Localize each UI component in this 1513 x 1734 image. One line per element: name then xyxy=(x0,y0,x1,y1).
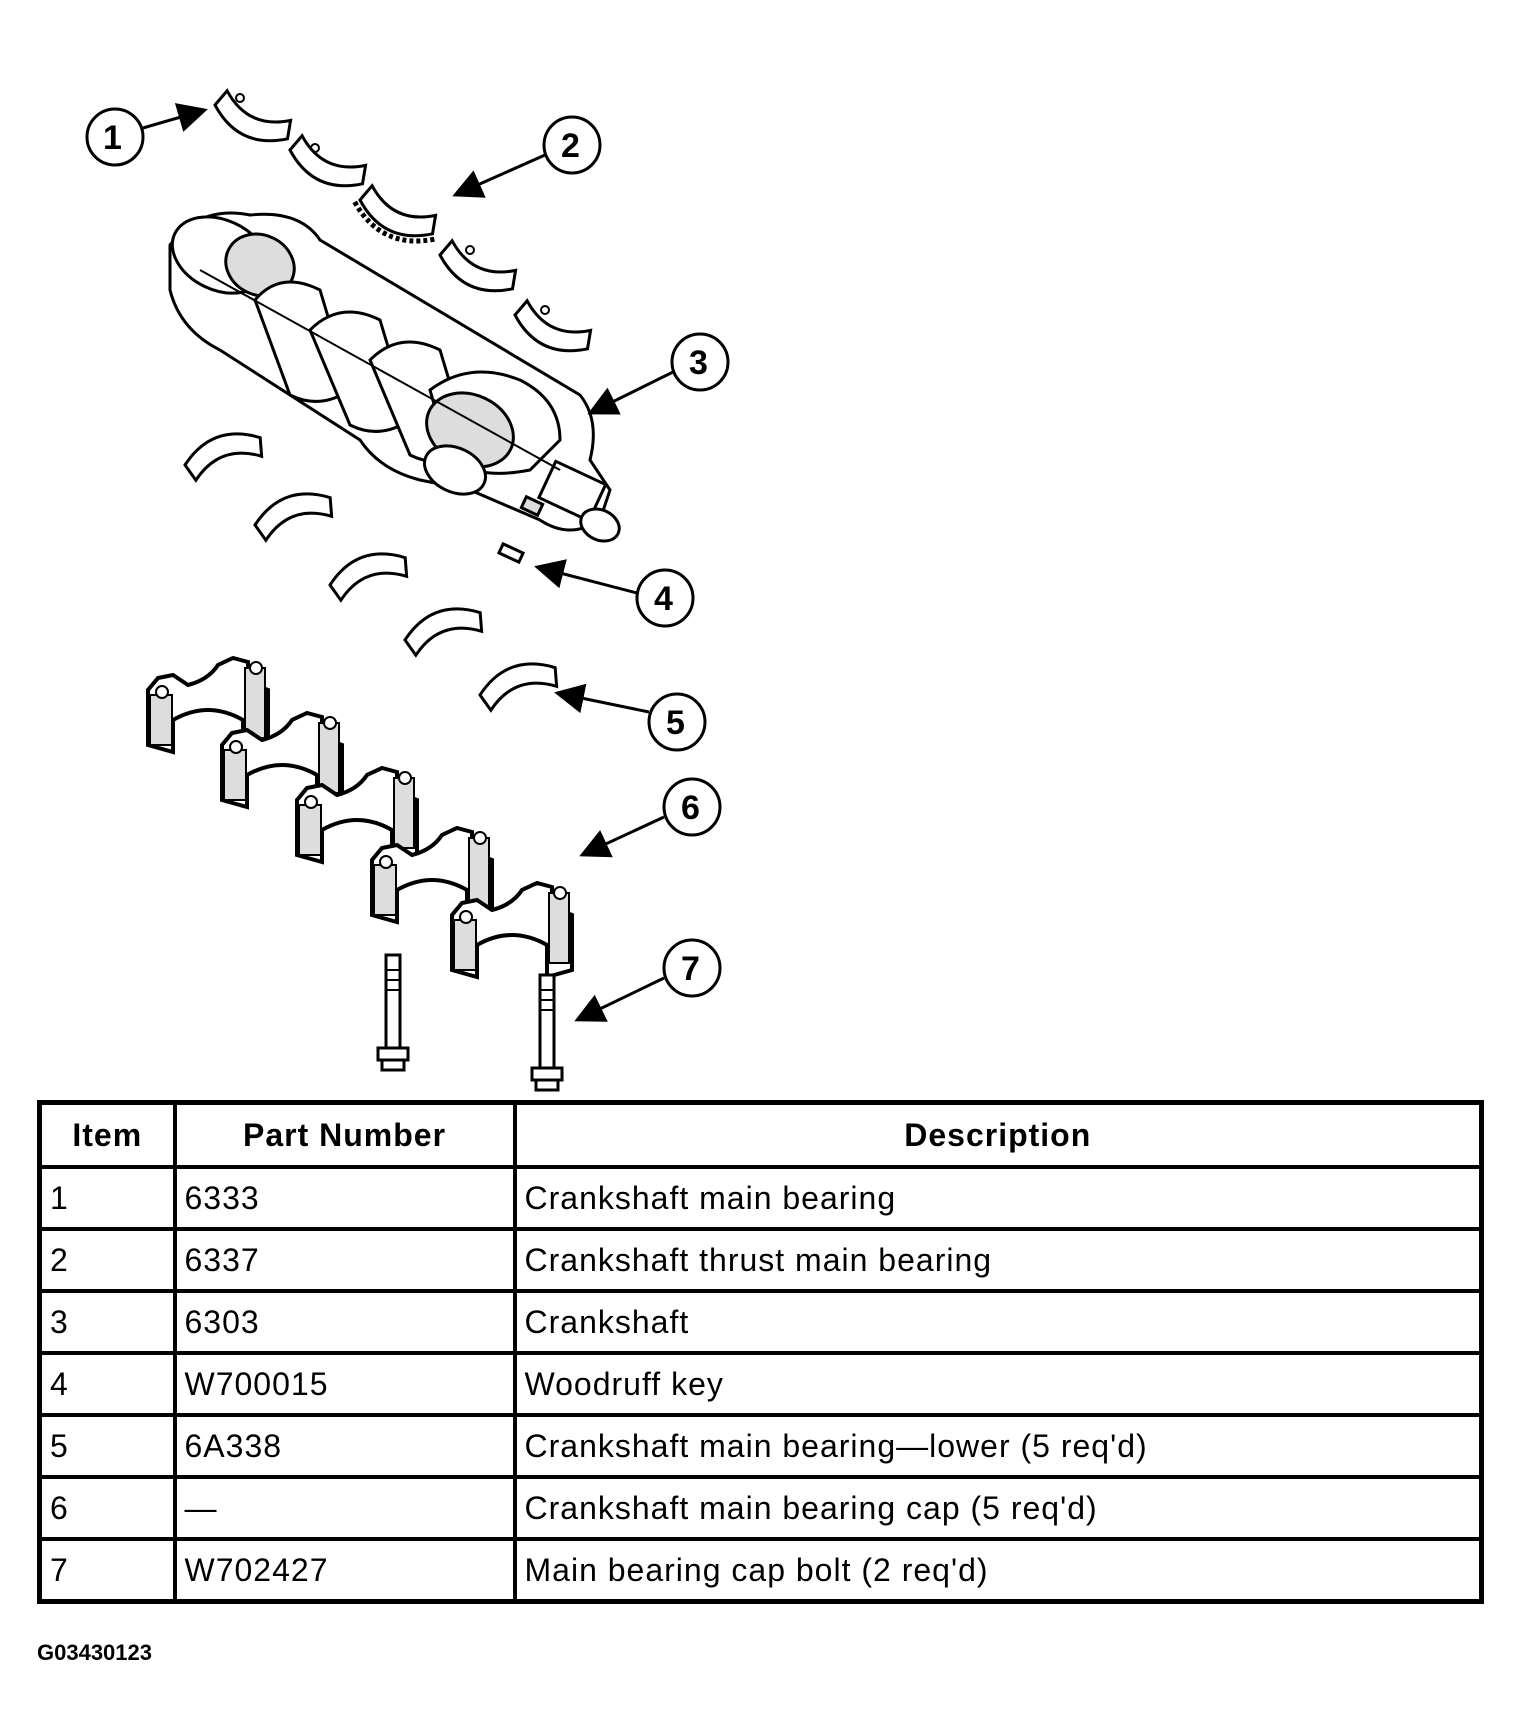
callout-5-label: 5 xyxy=(666,704,685,742)
callout-1-label: 1 xyxy=(103,119,122,157)
callout-3-label: 3 xyxy=(689,344,708,382)
crankshaft-drawing xyxy=(168,211,621,543)
table-row: 4 W700015 Woodruff key xyxy=(37,1351,1484,1417)
main-bearing-caps xyxy=(146,656,574,979)
cap-bolts xyxy=(376,953,564,1092)
part-number-cell: 6333 xyxy=(172,1165,517,1231)
description-cell: Crankshaft main bearing cap (5 req'd) xyxy=(512,1475,1484,1541)
part-number-cell: — xyxy=(172,1475,517,1541)
upper-bearing-shells xyxy=(207,87,597,364)
callout-4-label: 4 xyxy=(654,580,673,618)
item-cell: 1 xyxy=(37,1165,177,1231)
callout-7: 7 xyxy=(574,938,722,1022)
item-cell: 3 xyxy=(37,1289,177,1355)
callout-5: 5 xyxy=(554,683,707,752)
callout-1: 1 xyxy=(85,103,208,167)
part-number-cell: W700015 xyxy=(172,1351,517,1417)
item-cell: 4 xyxy=(37,1351,177,1417)
part-number-cell: 6337 xyxy=(172,1227,517,1293)
callout-6: 6 xyxy=(579,777,722,858)
item-cell: 6 xyxy=(37,1475,177,1541)
callout-4: 4 xyxy=(534,559,695,628)
part-number-cell: W702427 xyxy=(172,1537,517,1604)
description-cell: Woodruff key xyxy=(512,1351,1484,1417)
header-item: Item xyxy=(37,1100,177,1169)
figure-id: G03430123 xyxy=(37,1640,152,1665)
table-header-row: Item Part Number Description xyxy=(37,1100,1484,1169)
parts-table: Item Part Number Description 1 6333 Cran… xyxy=(37,1100,1484,1604)
item-cell: 7 xyxy=(37,1537,177,1604)
description-cell: Crankshaft xyxy=(512,1289,1484,1355)
description-cell: Crankshaft main bearing xyxy=(512,1165,1484,1231)
item-cell: 2 xyxy=(37,1227,177,1293)
table-row: 2 6337 Crankshaft thrust main bearing xyxy=(37,1227,1484,1293)
item-cell: 5 xyxy=(37,1413,177,1479)
callout-3: 3 xyxy=(587,332,730,415)
callout-6-label: 6 xyxy=(681,789,700,827)
callout-7-label: 7 xyxy=(681,950,700,988)
table-row: 3 6303 Crankshaft xyxy=(37,1289,1484,1355)
woodruff-key-drawing xyxy=(496,541,526,565)
table-row: 1 6333 Crankshaft main bearing xyxy=(37,1165,1484,1231)
header-part-number: Part Number xyxy=(172,1100,517,1169)
exploded-parts-diagram: 1 2 3 4 5 6 7 xyxy=(85,87,730,1092)
table-row: 7 W702427 Main bearing cap bolt (2 req'd… xyxy=(37,1537,1484,1604)
table-row: 6 — Crankshaft main bearing cap (5 req'd… xyxy=(37,1475,1484,1541)
description-cell: Crankshaft thrust main bearing xyxy=(512,1227,1484,1293)
callout-2-label: 2 xyxy=(561,127,580,165)
description-cell: Crankshaft main bearing—lower (5 req'd) xyxy=(512,1413,1484,1479)
part-number-cell: 6A338 xyxy=(172,1413,517,1479)
table-row: 5 6A338 Crankshaft main bearing—lower (5… xyxy=(37,1413,1484,1479)
part-number-cell: 6303 xyxy=(172,1289,517,1355)
callout-2: 2 xyxy=(452,115,602,198)
header-description: Description xyxy=(512,1100,1484,1169)
description-cell: Main bearing cap bolt (2 req'd) xyxy=(512,1537,1484,1604)
